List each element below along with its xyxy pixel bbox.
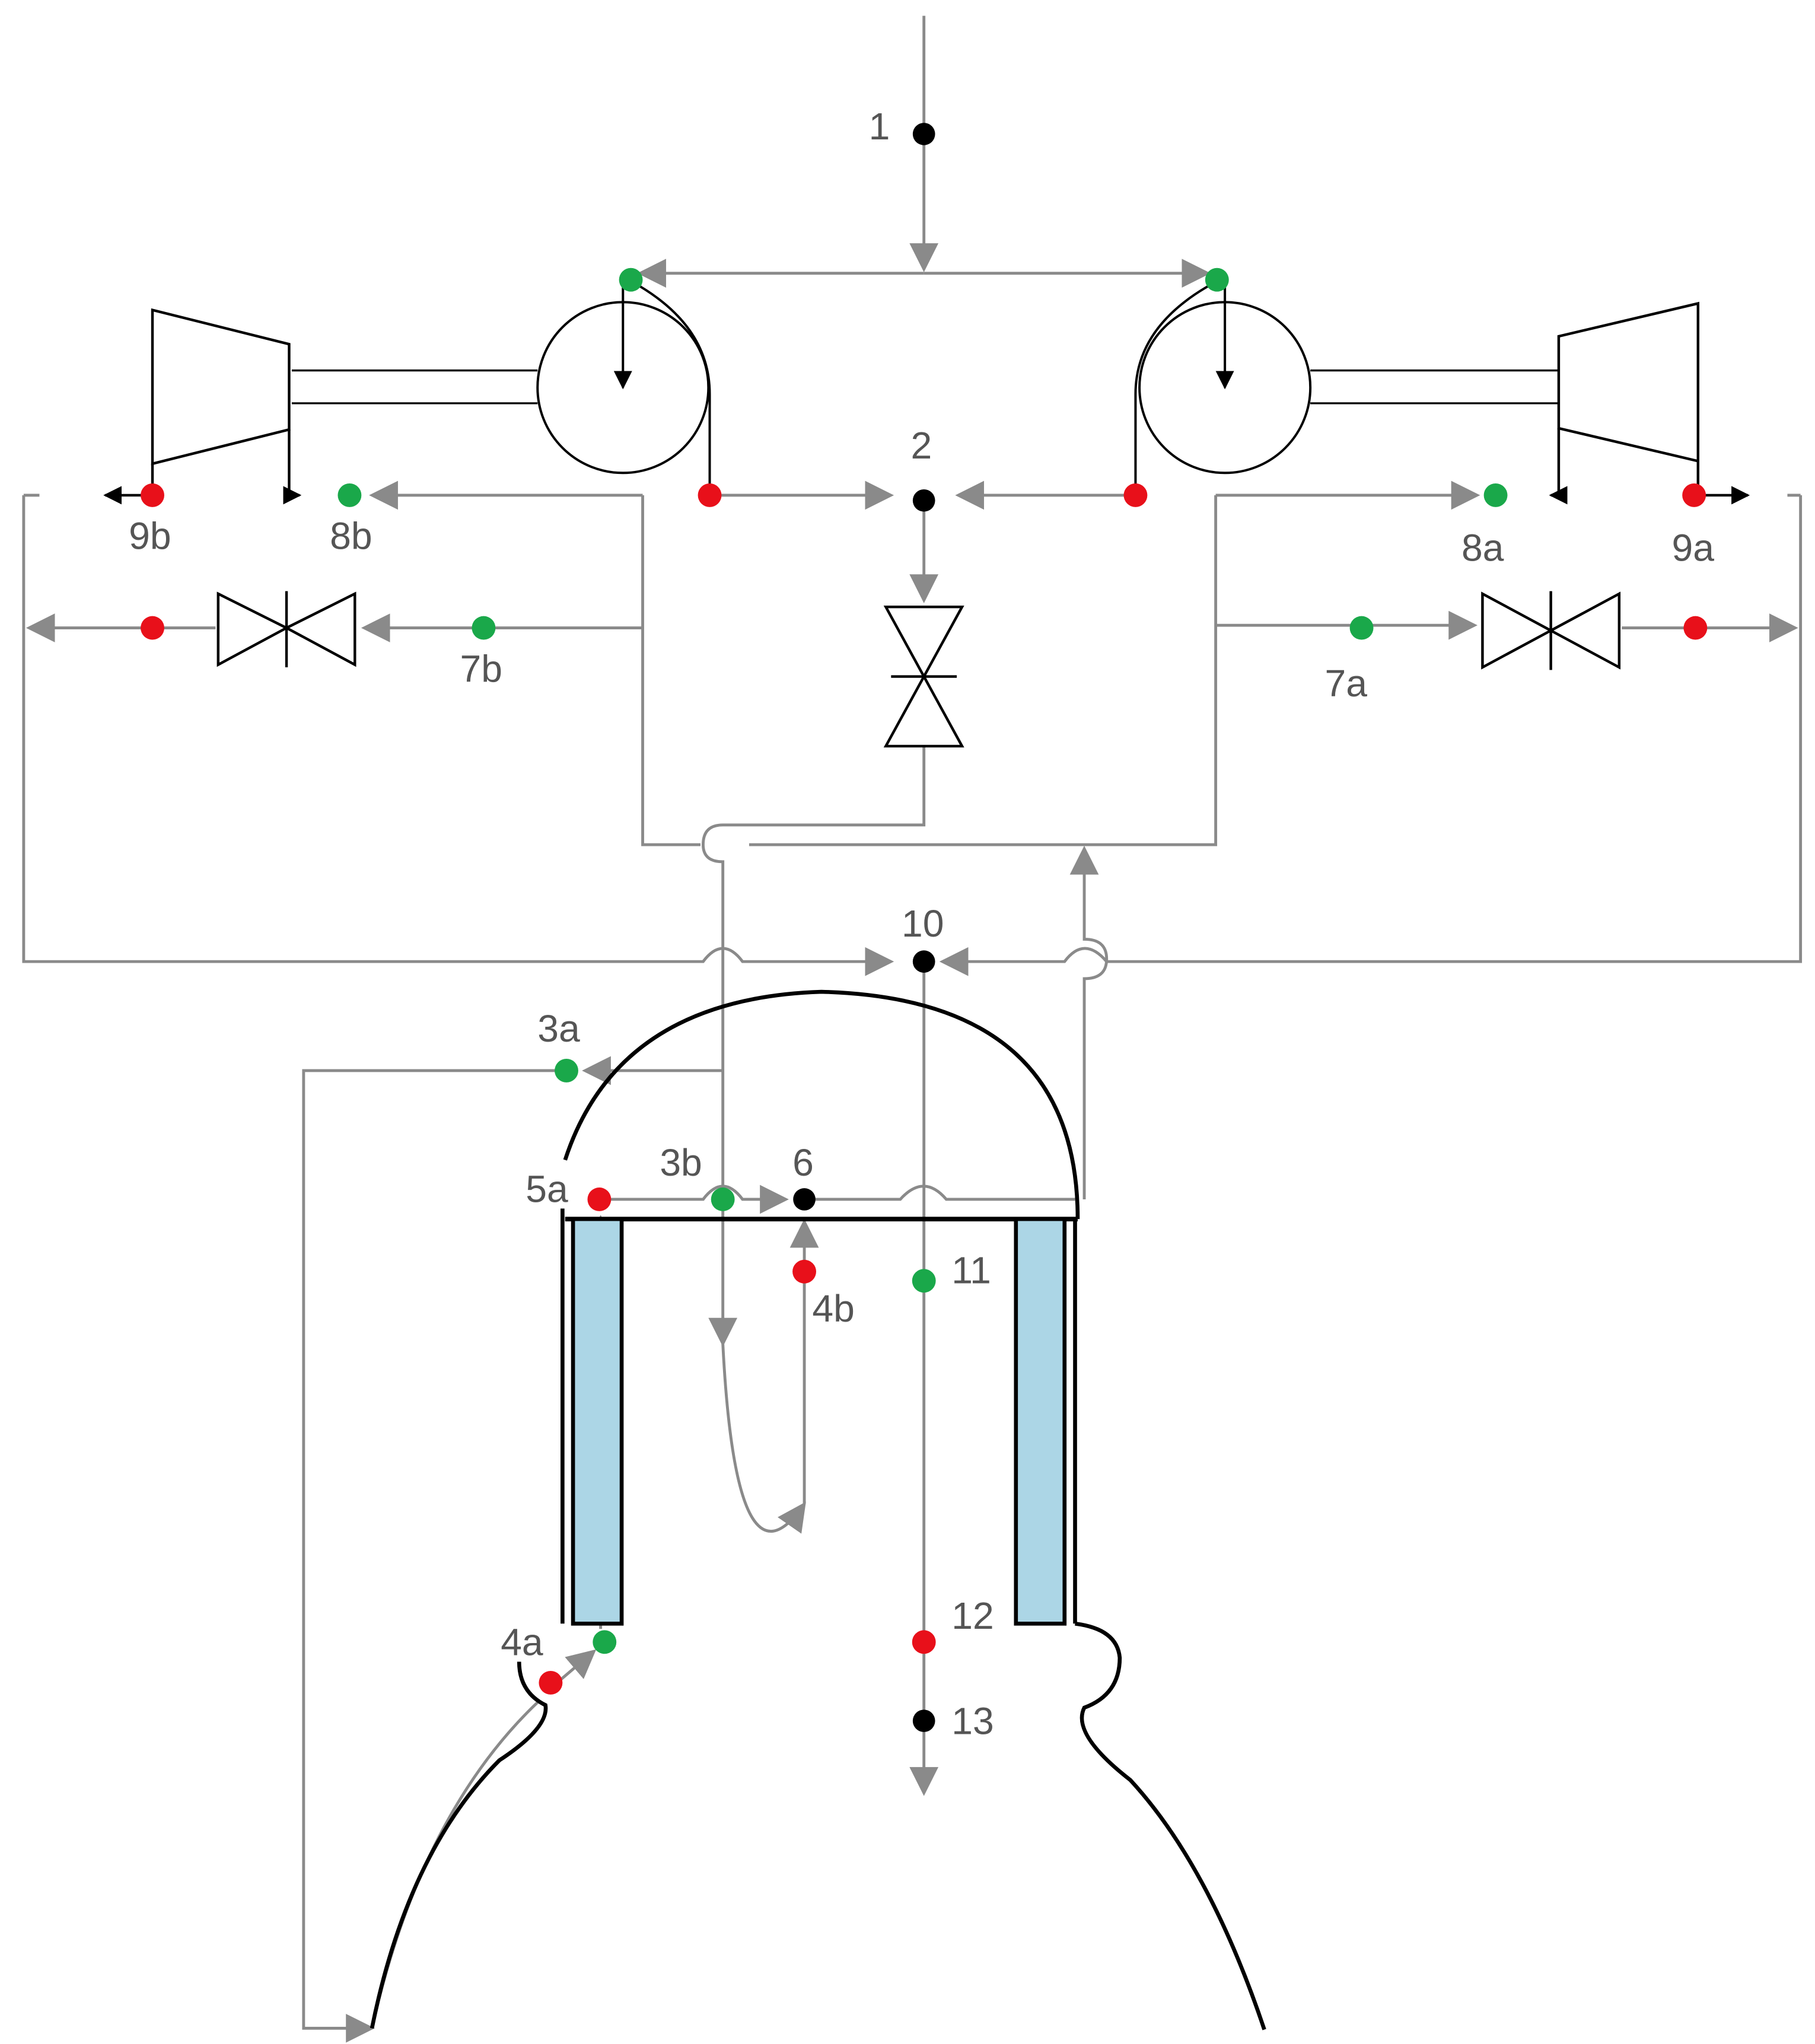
node-7b [472,616,496,640]
exhaust-left-loop [22,495,894,976]
line-4a-5a [558,1649,597,1683]
label-6: 6 [792,1141,814,1184]
pump-a [1134,278,1312,495]
exhaust-right-loop [939,495,1803,976]
flow-lines [22,15,1803,2043]
node-4b [792,1259,817,1284]
label-13: 13 [951,1699,994,1742]
node-10 [912,950,935,973]
node-3a [555,1059,578,1083]
cooling-jacket-left [571,1217,624,1626]
node-1 [912,123,935,145]
label-11: 11 [951,1249,991,1292]
node-pump-b-out [698,483,722,507]
node-6 [793,1188,816,1211]
node-11 [912,1269,936,1293]
nozzle-left [370,1661,548,2029]
valve-outlet [702,746,926,1347]
label-1: 1 [869,105,890,148]
cooling-jacket-right [1014,1217,1067,1626]
node-2 [912,489,935,512]
label-2: 2 [911,424,932,467]
label-12: 12 [951,1594,994,1637]
line-3a-down [302,1069,567,2043]
label-8a: 8a [1461,527,1504,569]
node-pump-a-out [1123,483,1148,507]
label-4b: 4b [812,1287,854,1330]
node-7a [1349,616,1374,640]
node-pump-b-in [619,268,643,292]
left-header [641,495,701,846]
node-4a-green [593,1630,617,1654]
node-bypass-b-out [141,616,164,640]
label-9b: 9b [129,515,171,558]
label-4a: 4a [501,1620,543,1663]
turbine-b [103,308,302,505]
pump-b [536,278,711,495]
combustion-chamber [370,989,1266,2030]
node-12 [912,1630,936,1654]
coolant-riser [1069,845,1109,1199]
nodes [141,123,1708,1733]
label-7b: 7b [460,647,502,690]
label-8b: 8b [330,515,372,558]
node-3b [711,1187,735,1211]
turbine-a [1549,301,1750,505]
node-9b [141,483,164,507]
node-9a [1682,483,1706,507]
node-bypass-a-out [1683,616,1708,640]
dome-outline [563,989,1080,1220]
valve-main [883,605,964,748]
node-4a-red [539,1671,563,1695]
shafts [291,369,1559,405]
line-6-right [808,1185,1075,1201]
nozzle-right [1075,1622,1266,2030]
node-8a [1483,483,1508,507]
node-13 [912,1709,935,1733]
line-5a-6 [599,1185,789,1214]
valve-bypass-b [216,591,356,668]
loop-curve [721,1343,806,1534]
label-10: 10 [902,902,944,945]
label-7a: 7a [1325,662,1368,705]
station-labels: 1 2 9b 8b 8a 9a 7b 7a 10 3a 3b 6 5a 4b 1… [129,105,1714,1743]
node-pump-a-in [1205,268,1229,292]
label-9a: 9a [1671,527,1714,569]
label-3b: 3b [660,1141,702,1184]
node-8b [337,483,362,507]
label-3a: 3a [537,1007,580,1050]
right-header [749,495,1218,846]
node-5a [587,1187,612,1211]
label-5a: 5a [526,1167,568,1210]
valve-bypass-a [1481,591,1621,670]
